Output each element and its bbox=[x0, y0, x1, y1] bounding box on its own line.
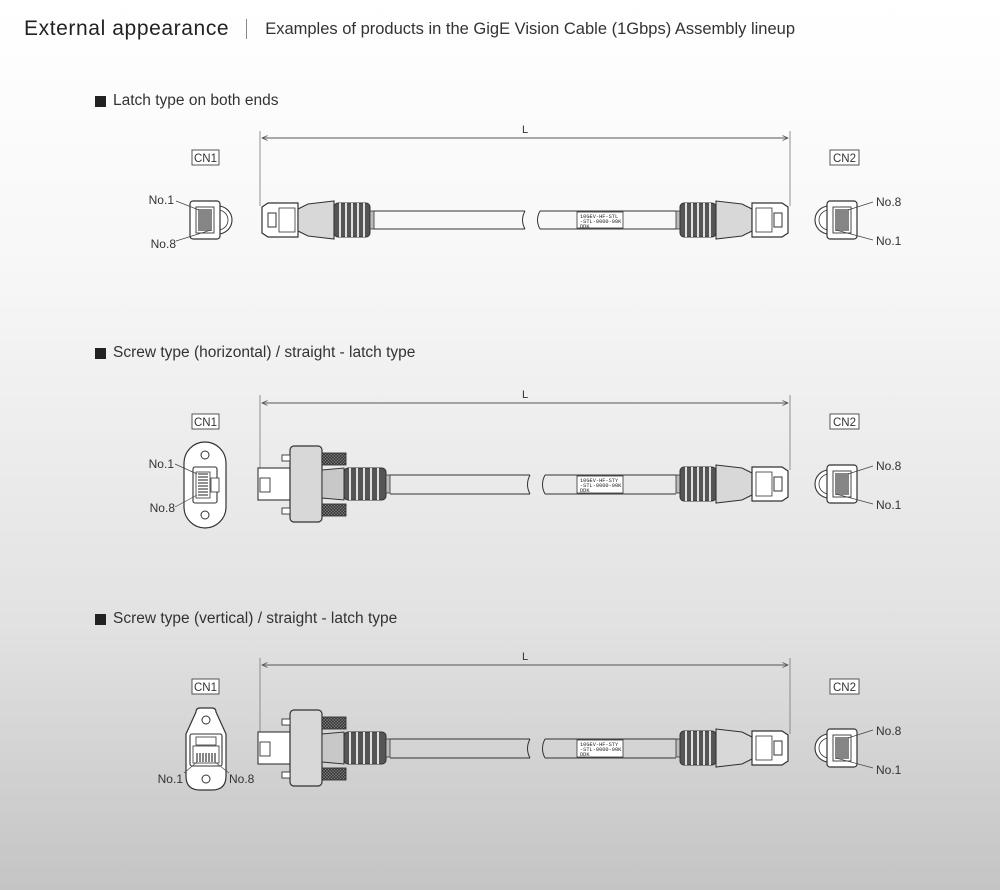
cn1-latch-plug bbox=[261, 200, 375, 240]
page-title: External appearance bbox=[24, 17, 230, 40]
cable-marking-line-3: DDK bbox=[580, 224, 590, 230]
cn2-pin-1-label: No.1 bbox=[876, 498, 902, 512]
cn2-box bbox=[829, 149, 860, 166]
cn1-label: CN1 bbox=[194, 682, 217, 694]
section-3-title: Screw type (vertical) / straight - latch… bbox=[113, 610, 398, 627]
cable-break-mark bbox=[527, 474, 546, 495]
cable-marking-tag bbox=[576, 475, 624, 494]
square-bullet-icon bbox=[95, 95, 106, 107]
cn2-pin-8-label: No.8 bbox=[876, 459, 902, 473]
cn1-pin-8-label: No.8 bbox=[151, 237, 177, 251]
cable-marking-line-1: 10GEV-HF-STY bbox=[580, 742, 619, 748]
length-label: L bbox=[522, 389, 528, 401]
cable-marking-line-2: -STL-0000-00K bbox=[580, 483, 622, 489]
page-subtitle: Examples of products in the GigE Vision … bbox=[265, 19, 795, 38]
cable bbox=[374, 210, 676, 230]
cn1-box bbox=[191, 678, 220, 695]
cn1-pin-1-label: No.1 bbox=[149, 457, 175, 471]
cable-marking-tag bbox=[576, 739, 624, 758]
cn2-latch-plug bbox=[675, 464, 789, 504]
section-3-heading: Screw type (vertical) / straight - latch… bbox=[95, 610, 397, 628]
cn2-end-view bbox=[814, 464, 858, 504]
section-3-diagram: L CN1 CN2 10GEV-HF-STY -STL-0000-00K DDK… bbox=[158, 651, 902, 791]
cn1-pin-1-label: No.1 bbox=[158, 772, 184, 786]
cn1-end-view bbox=[183, 441, 227, 529]
cable-break-mark bbox=[522, 210, 541, 230]
page-header: External appearance Examples of products… bbox=[24, 14, 795, 44]
section-2-diagram: L CN1 CN2 10GEV-HF-STY -STL-0000-00K DDK… bbox=[149, 389, 902, 529]
cn2-pin-1-label: No.1 bbox=[876, 763, 902, 777]
cable-marking-line-3: DDK bbox=[580, 488, 590, 494]
length-label: L bbox=[522, 651, 528, 663]
cn1-pin-1-label: No.1 bbox=[149, 193, 175, 207]
section-1-heading: Latch type on both ends bbox=[95, 92, 278, 110]
cn1-label: CN1 bbox=[194, 153, 217, 165]
section-1-diagram: L CN1 CN2 10GEV-HF-STL -STL-0000-00K DDK… bbox=[149, 124, 902, 251]
length-label: L bbox=[522, 124, 528, 136]
cn2-box bbox=[829, 678, 860, 695]
section-1-title: Latch type on both ends bbox=[113, 92, 279, 109]
section-2-heading: Screw type (horizontal) / straight - lat… bbox=[95, 344, 415, 362]
cn2-label: CN2 bbox=[833, 153, 856, 165]
cn2-end-view bbox=[814, 728, 858, 768]
cn2-pin-8-label: No.8 bbox=[876, 195, 902, 209]
cn1-box bbox=[191, 413, 220, 430]
cable-marking-line-1: 10GEV-HF-STY bbox=[580, 478, 619, 484]
cable-marking-line-2: -STL-0000-00K bbox=[580, 219, 622, 225]
cn2-pin-1-label: No.1 bbox=[876, 234, 902, 248]
cn2-box bbox=[829, 413, 860, 430]
square-bullet-icon bbox=[95, 347, 106, 359]
cable-marking-line-3: DDK bbox=[580, 752, 590, 758]
cn2-label: CN2 bbox=[833, 417, 856, 429]
cn1-pin-8-label: No.8 bbox=[150, 501, 176, 515]
cable-marking-tag bbox=[576, 211, 624, 229]
cable-break-mark bbox=[527, 738, 546, 759]
cn1-screw-plug bbox=[257, 709, 391, 787]
cn2-label: CN2 bbox=[833, 682, 856, 694]
cn1-pin-8-label: No.8 bbox=[229, 772, 255, 786]
cn1-label: CN1 bbox=[194, 417, 217, 429]
cable bbox=[390, 474, 676, 495]
cable-marking-line-2: -STL-0000-00K bbox=[580, 747, 622, 753]
cable bbox=[390, 738, 676, 759]
cn2-end-view bbox=[814, 200, 858, 240]
cn2-latch-plug bbox=[675, 728, 789, 768]
title-divider bbox=[246, 19, 248, 39]
cable-marking-line-1: 10GEV-HF-STL bbox=[580, 214, 618, 220]
cn1-box bbox=[191, 149, 220, 166]
cn1-end-view bbox=[185, 707, 227, 791]
square-bullet-icon bbox=[95, 613, 106, 625]
cn2-latch-plug bbox=[675, 200, 789, 240]
section-2-title: Screw type (horizontal) / straight - lat… bbox=[113, 344, 416, 361]
cn1-end-view bbox=[189, 200, 233, 240]
cn2-pin-8-label: No.8 bbox=[876, 724, 902, 738]
cn1-screw-plug bbox=[257, 445, 391, 523]
